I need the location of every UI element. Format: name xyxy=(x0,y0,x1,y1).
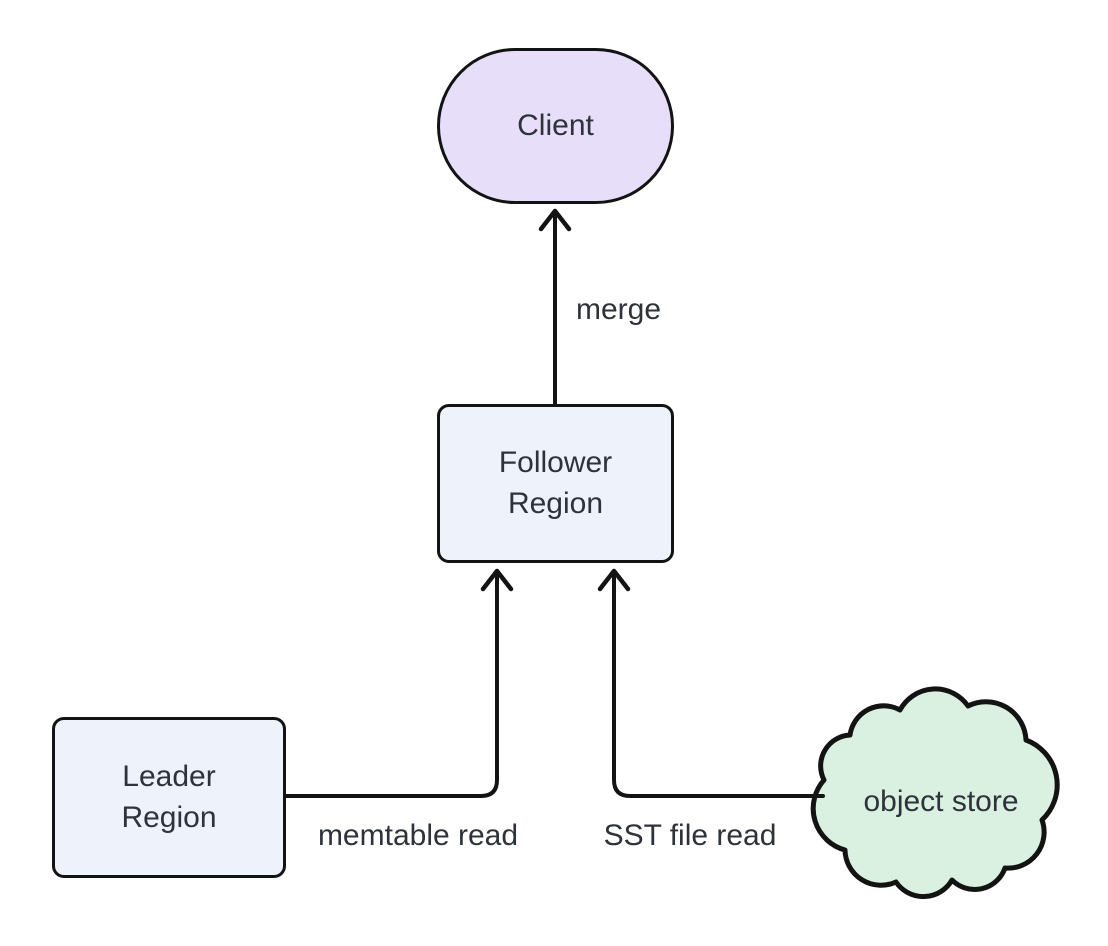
leader-region-label-line1: Leader xyxy=(122,760,216,794)
edge-merge-arrowhead-icon xyxy=(538,208,572,232)
client-node: Client xyxy=(437,48,674,204)
object-store-label: object store xyxy=(863,785,1019,818)
client-node-label: Client xyxy=(517,108,594,142)
follower-region-node: Follower Region xyxy=(437,404,674,563)
edge-label-merge: merge xyxy=(576,293,662,326)
leader-region-label-line2: Region xyxy=(121,800,217,834)
leader-region-node: Leader Region xyxy=(52,717,286,878)
edge-sst-arrowhead-icon xyxy=(597,568,631,592)
edge-label-sst-file-read: SST file read xyxy=(603,819,777,852)
follower-region-label-line1: Follower xyxy=(498,446,613,480)
edge-memtable-line xyxy=(284,574,499,798)
edge-sst-line xyxy=(612,574,825,798)
edge-label-memtable-read: memtable read xyxy=(317,819,519,852)
object-store-cloud-shape xyxy=(810,686,1060,900)
follower-region-label-line2: Region xyxy=(507,486,604,520)
edge-memtable-arrowhead-icon xyxy=(480,568,514,592)
